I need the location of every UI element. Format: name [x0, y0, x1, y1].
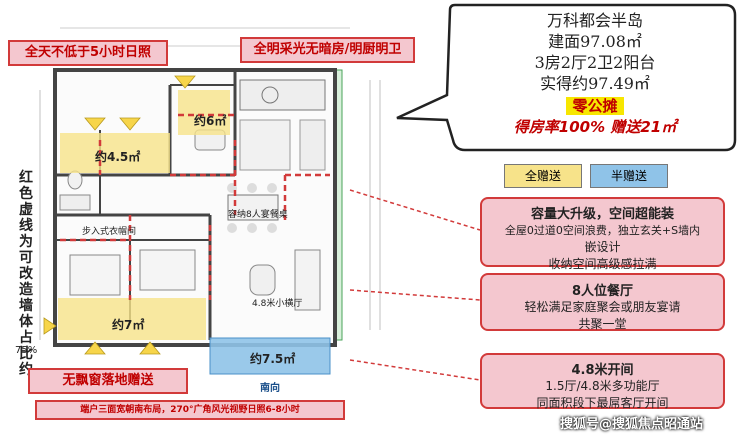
floor-plan [39, 27, 381, 375]
floor-window-banner: 无飘窗落地赠送 [28, 368, 188, 394]
room-layout: 3房2厅2卫2阳台 [534, 53, 656, 72]
card-title: 4.8米开间 [571, 363, 634, 378]
feature-card-storage: 容量大升级，空间超能装 全屋0过道0空间浪费，独立玄关+S墙内 嵌设计 收纳空间… [480, 197, 725, 271]
layout-banner: 端户三面宽朝南布局，270°广角风光视野日照6-8小时 [35, 400, 345, 420]
feature-card-living: 4.8米开间 1.5厅/4.8米多功能厅 同面积段下最屌客厅开间 [480, 353, 725, 410]
dining-label: 容纳8人宴餐桌 [228, 210, 288, 220]
actual-area: 实得约97.49㎡ [540, 74, 650, 93]
legend-half-gift: 半赠送 [590, 164, 668, 188]
modifiable-wall-percent: 75% [15, 345, 38, 356]
zero-share-badge: 零公摊 [566, 97, 624, 115]
watermark: 搜狐号@搜狐焦点昭通站 [560, 413, 703, 432]
card-line: 嵌设计 [584, 240, 621, 254]
sunlight-banner: 全天不低于5小时日照 [8, 40, 168, 66]
card-line: 共聚一堂 [578, 317, 627, 331]
connector-lines [349, 189, 481, 381]
speech-bubble [396, 3, 737, 152]
modifiable-wall-note: 红色虚线为可改造墙体占比约 [19, 170, 33, 378]
card-line: 全屋0过道0空间浪费，独立玄关+S墙内 [504, 224, 701, 237]
built-area: 建面97.08㎡ [548, 32, 642, 51]
area-label-6: 约6㎡ [194, 114, 227, 128]
watermark-text: 搜狐号@搜狐焦点昭通站 [560, 417, 704, 432]
efficiency-rate: 得房率100% 赠送21㎡ [513, 118, 677, 136]
hall-label: 4.8米小横厅 [252, 299, 303, 309]
legend-full-gift: 全赠送 [504, 164, 582, 188]
card-line: 同面积段下最屌客厅开间 [536, 396, 669, 410]
card-line: 1.5厅/4.8米多功能厅 [545, 379, 660, 393]
card-title: 8人位餐厅 [571, 284, 634, 299]
feature-card-dining: 8人位餐厅 轻松满足家庭聚会或朋友宴请 共聚一堂 [480, 273, 725, 331]
card-title: 容量大升级，空间超能装 [530, 207, 674, 222]
area-label-7-5: 约7.5㎡ [250, 352, 296, 366]
card-line: 收纳空间高级感拉满 [548, 257, 657, 271]
south-label: 南向 [260, 383, 280, 394]
bubble-content: 万科都会半岛 建面97.08㎡ 3房2厅2卫2阳台 实得约97.49㎡ 零公摊 … [460, 10, 730, 138]
project-name: 万科都会半岛 [546, 11, 643, 30]
card-line: 轻松满足家庭聚会或朋友宴请 [524, 300, 681, 314]
bright-rooms-banner: 全明采光无暗房/明厨明卫 [240, 37, 415, 63]
area-label-7: 约7㎡ [112, 318, 145, 332]
area-label-4-5: 约4.5㎡ [95, 150, 141, 164]
closet-label: 步入式衣帽间 [82, 227, 137, 237]
